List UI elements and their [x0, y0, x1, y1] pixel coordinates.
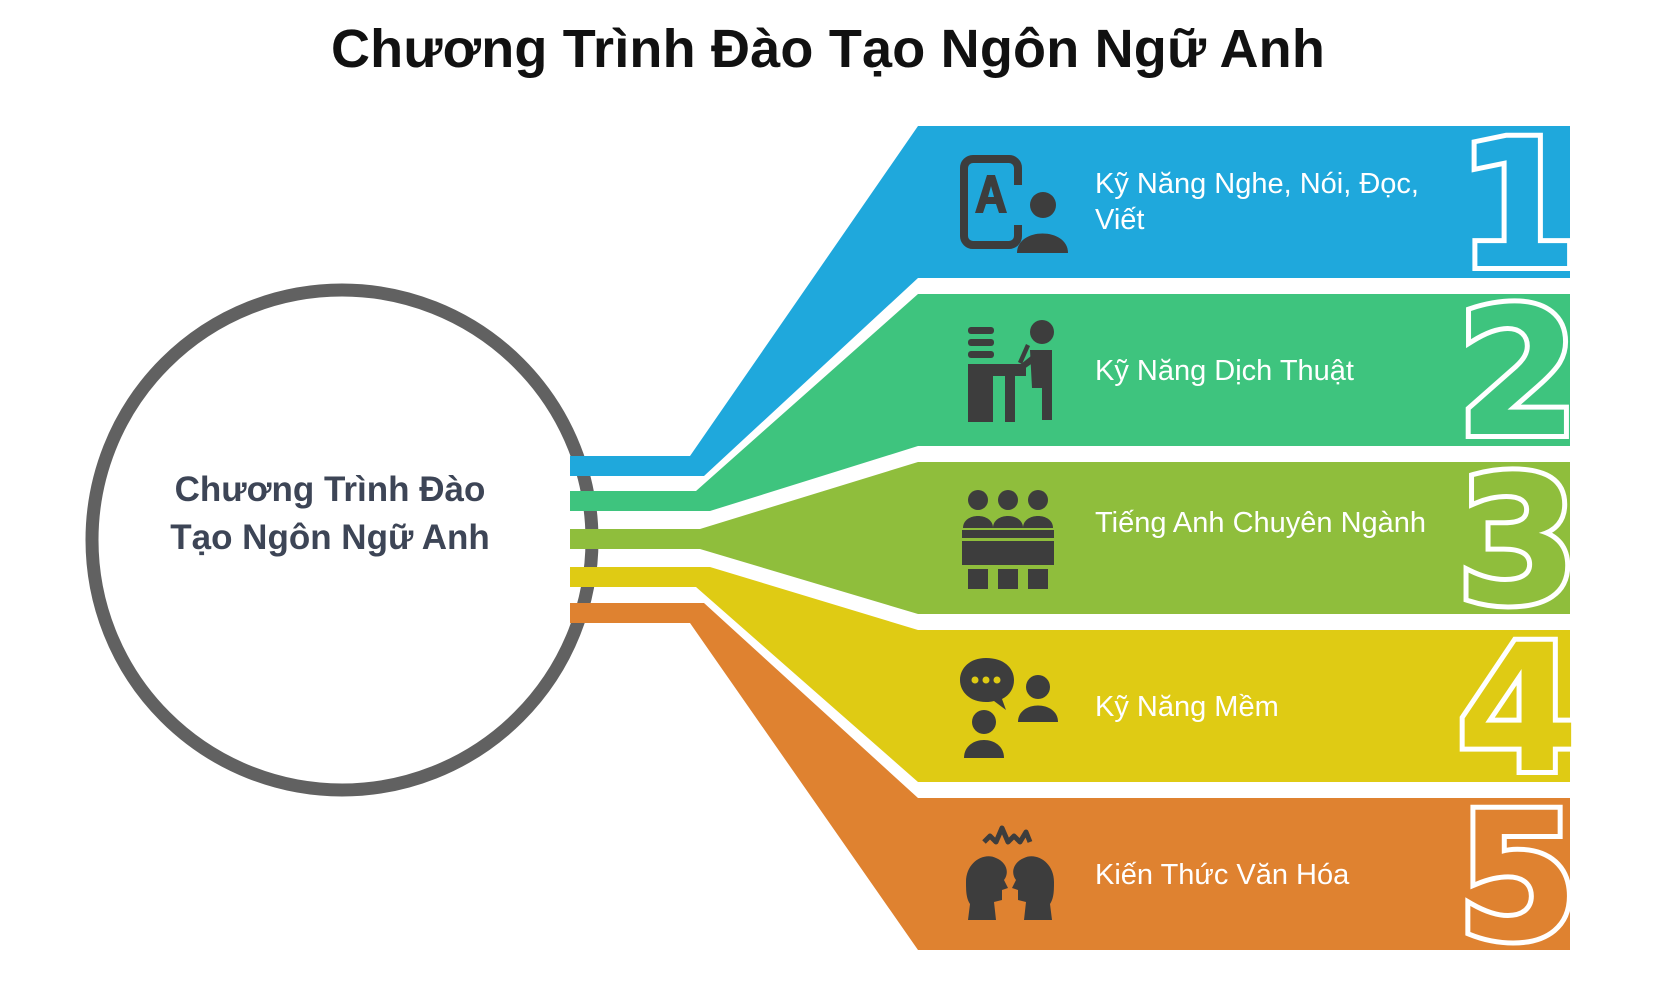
- item-label-1: Kỹ Năng Nghe, Nói, Đọc, Viết: [1095, 168, 1419, 236]
- translator-desk-icon: [968, 320, 1054, 422]
- meeting-group-icon: [962, 490, 1054, 589]
- heads-exchange-icon: [966, 825, 1054, 920]
- item-bar-4: [570, 567, 1570, 782]
- page-title: Chương Trình Đào Tạo Ngôn Ngữ Anh: [330, 19, 1326, 79]
- item-number-3: 3: [1457, 439, 1579, 644]
- item-number-4: 4: [1457, 607, 1579, 812]
- alphabet-learner-icon: [960, 155, 1068, 253]
- item-label-3: Tiếng Anh Chuyên Ngành: [1095, 507, 1427, 539]
- branch-bands: [570, 126, 1570, 950]
- hub-label: Chương Trình Đào Tạo Ngôn Ngữ Anh: [170, 470, 490, 557]
- item-number-5: 5: [1457, 775, 1579, 980]
- item-bar-3: [570, 462, 1570, 614]
- item-label-5: Kiến Thức Văn Hóa: [1095, 859, 1350, 891]
- item-label-4: Kỹ Năng Mềm: [1095, 691, 1279, 723]
- item-bar-1: [570, 126, 1570, 476]
- item-bar-5: [570, 603, 1570, 950]
- item-label-2: Kỹ Năng Dịch Thuật: [1095, 355, 1354, 387]
- item-number-1: 1: [1457, 103, 1579, 308]
- item-bar-2: [570, 294, 1570, 511]
- item-icons: [960, 155, 1068, 920]
- item-number-2: 2: [1457, 271, 1579, 476]
- conversation-icon: [960, 658, 1058, 758]
